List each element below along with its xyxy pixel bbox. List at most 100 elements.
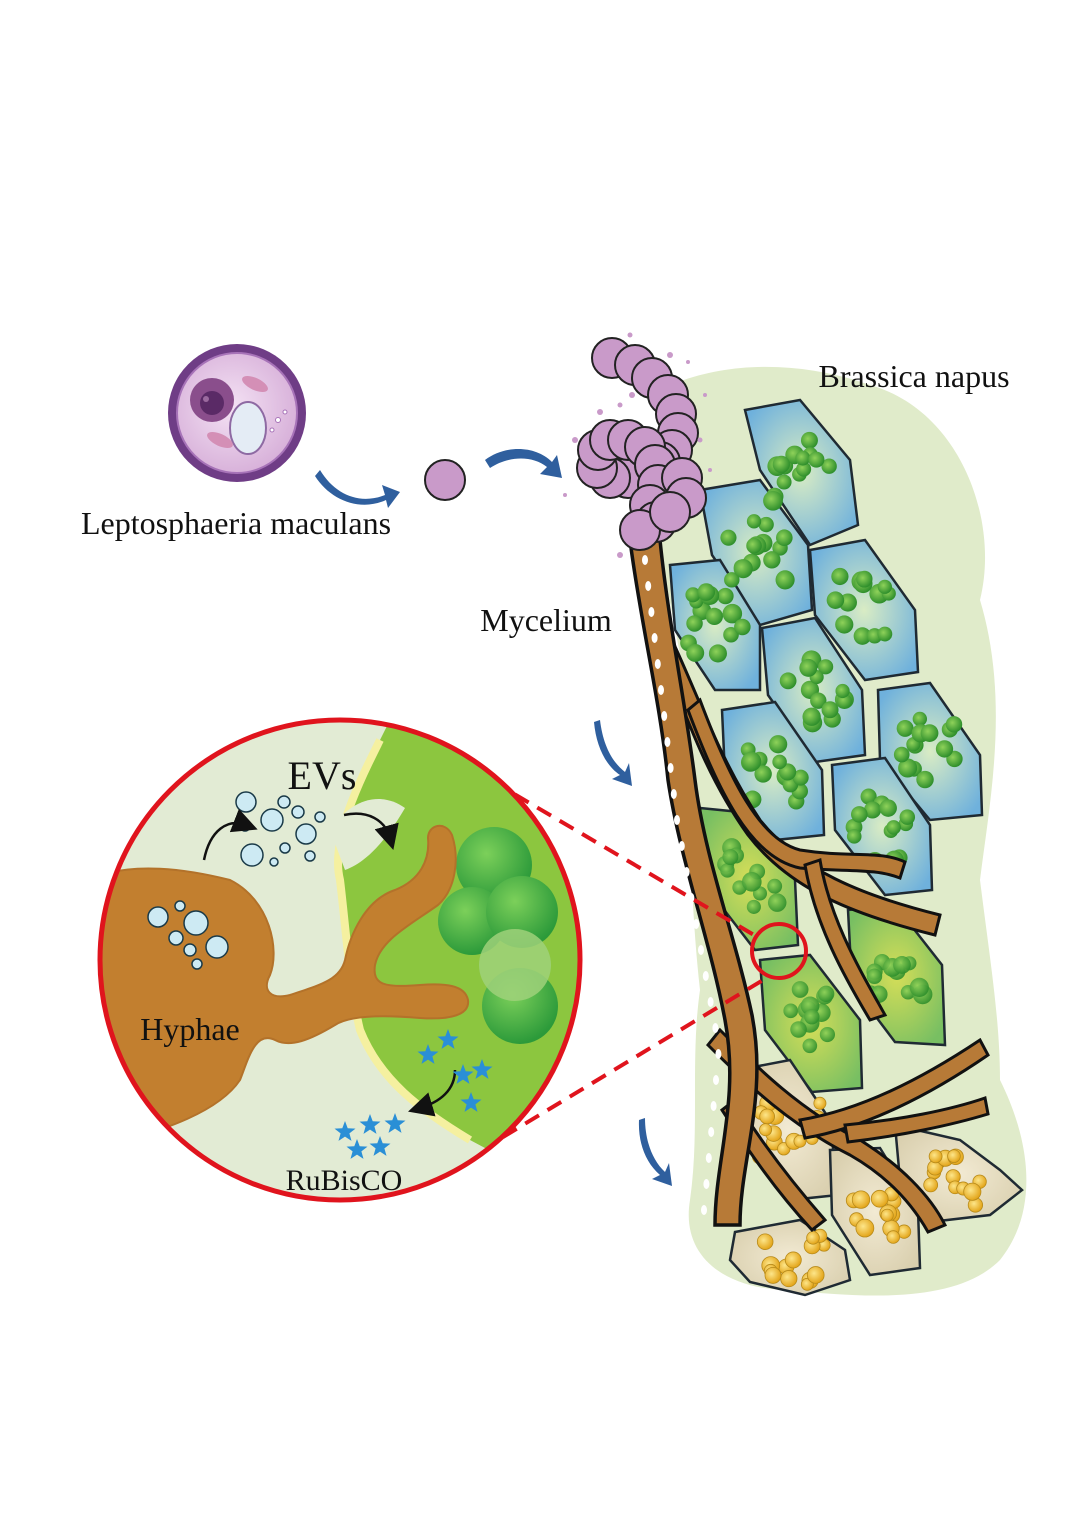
evs-label: EVs xyxy=(288,753,357,798)
mycelium-trunk xyxy=(628,538,759,1227)
inset-chloroplasts xyxy=(438,827,558,1044)
chloroplast xyxy=(791,981,809,998)
rubisco-star xyxy=(452,1064,474,1084)
chloroplast xyxy=(724,572,740,588)
released-spore xyxy=(424,459,466,501)
hypha-spot xyxy=(708,1127,715,1137)
chloroplast xyxy=(734,618,751,636)
starch-grain xyxy=(928,1149,943,1164)
chloroplast xyxy=(893,956,911,974)
hypha-spot xyxy=(678,841,685,851)
chloroplast xyxy=(893,746,910,763)
chloroplast-grains xyxy=(680,431,987,1291)
starch-grain xyxy=(855,1218,875,1238)
chloroplast xyxy=(792,769,809,786)
chloroplast xyxy=(746,514,762,529)
starch-grain xyxy=(756,1233,774,1250)
chloroplast xyxy=(708,644,727,663)
hypha-spot xyxy=(701,1205,707,1215)
hypha-spot xyxy=(667,763,674,773)
chloroplast xyxy=(835,615,854,634)
hypha-spot xyxy=(707,997,714,1007)
hypha-spot xyxy=(698,945,704,955)
hypha-spot xyxy=(664,737,671,747)
chloroplast xyxy=(804,1009,820,1025)
pathogen-label: Leptosphaeria maculans xyxy=(81,505,391,541)
chloroplast xyxy=(796,461,812,477)
chloroplast xyxy=(758,516,774,533)
hypha-spot xyxy=(712,1023,719,1033)
chloroplast xyxy=(686,643,705,662)
chloroplast xyxy=(767,893,787,912)
starch-grain xyxy=(759,1123,773,1137)
chloroplast xyxy=(831,567,849,586)
chloroplast xyxy=(767,878,783,894)
hypha-spot xyxy=(651,633,658,643)
chloroplast xyxy=(935,740,954,758)
mycelium-label: Mycelium xyxy=(480,602,612,638)
chloroplast xyxy=(754,765,772,783)
chloroplast xyxy=(810,692,827,709)
starch-grain xyxy=(923,1177,939,1193)
chloroplast xyxy=(717,587,734,605)
chloroplast xyxy=(898,758,918,778)
starch-grain xyxy=(793,1134,807,1148)
hypha-spot xyxy=(661,711,668,721)
chloroplast xyxy=(817,985,835,1003)
starch-grain xyxy=(780,1270,798,1288)
host-label: Brassica napus xyxy=(818,358,1009,394)
starch-grain xyxy=(806,1266,825,1284)
chloroplast xyxy=(819,1026,836,1043)
hypha-spot xyxy=(670,789,677,799)
chloroplast xyxy=(768,735,788,754)
chloroplast xyxy=(846,829,862,844)
starch-grain xyxy=(806,1231,820,1245)
hypha-spot xyxy=(710,1101,717,1111)
chloroplast xyxy=(779,672,797,690)
hypha-spot xyxy=(658,685,664,695)
starch-grain xyxy=(870,1189,889,1208)
spore-chain xyxy=(576,337,707,551)
rubisco-star xyxy=(369,1136,391,1156)
hypha-spot xyxy=(693,919,700,929)
hyphae-label: Hyphae xyxy=(140,1011,240,1047)
chloroplast xyxy=(795,450,811,466)
chloroplast xyxy=(916,770,934,789)
chloroplast xyxy=(686,615,703,632)
starch-grain xyxy=(813,1096,827,1110)
chloroplast xyxy=(802,707,821,726)
starch-grain xyxy=(784,1251,802,1269)
chloroplast xyxy=(772,455,790,473)
rubisco-star xyxy=(384,1113,406,1133)
hypha-spot xyxy=(683,867,690,877)
chloroplast xyxy=(896,719,914,737)
starch-grain xyxy=(947,1149,961,1163)
hypha-spot xyxy=(705,1153,712,1163)
starch-grain xyxy=(851,1190,871,1209)
chloroplast xyxy=(879,799,897,817)
rubisco-star xyxy=(417,1044,439,1064)
curved-arrow-icon xyxy=(315,448,672,1186)
starch-grain xyxy=(880,1208,894,1222)
chloroplast xyxy=(763,551,781,569)
ev-vesicle-icon xyxy=(147,900,229,970)
chloroplast xyxy=(909,977,929,998)
chloroplast xyxy=(835,683,850,699)
chloroplast xyxy=(685,587,701,603)
chloroplast xyxy=(741,751,762,772)
chloroplast xyxy=(945,716,963,733)
rubisco-star xyxy=(359,1114,381,1134)
chloroplast xyxy=(863,801,882,819)
chloroplast xyxy=(776,474,792,490)
conidium xyxy=(649,491,691,533)
spore-cell-icon xyxy=(168,344,306,482)
released-evs xyxy=(235,791,326,867)
chloroplast xyxy=(799,658,818,677)
chloroplast xyxy=(746,537,762,554)
chloroplast xyxy=(802,1038,818,1054)
chloroplast xyxy=(856,571,873,588)
hypha-spot xyxy=(654,659,661,669)
chloroplast xyxy=(775,570,795,590)
chloroplast xyxy=(818,659,834,675)
